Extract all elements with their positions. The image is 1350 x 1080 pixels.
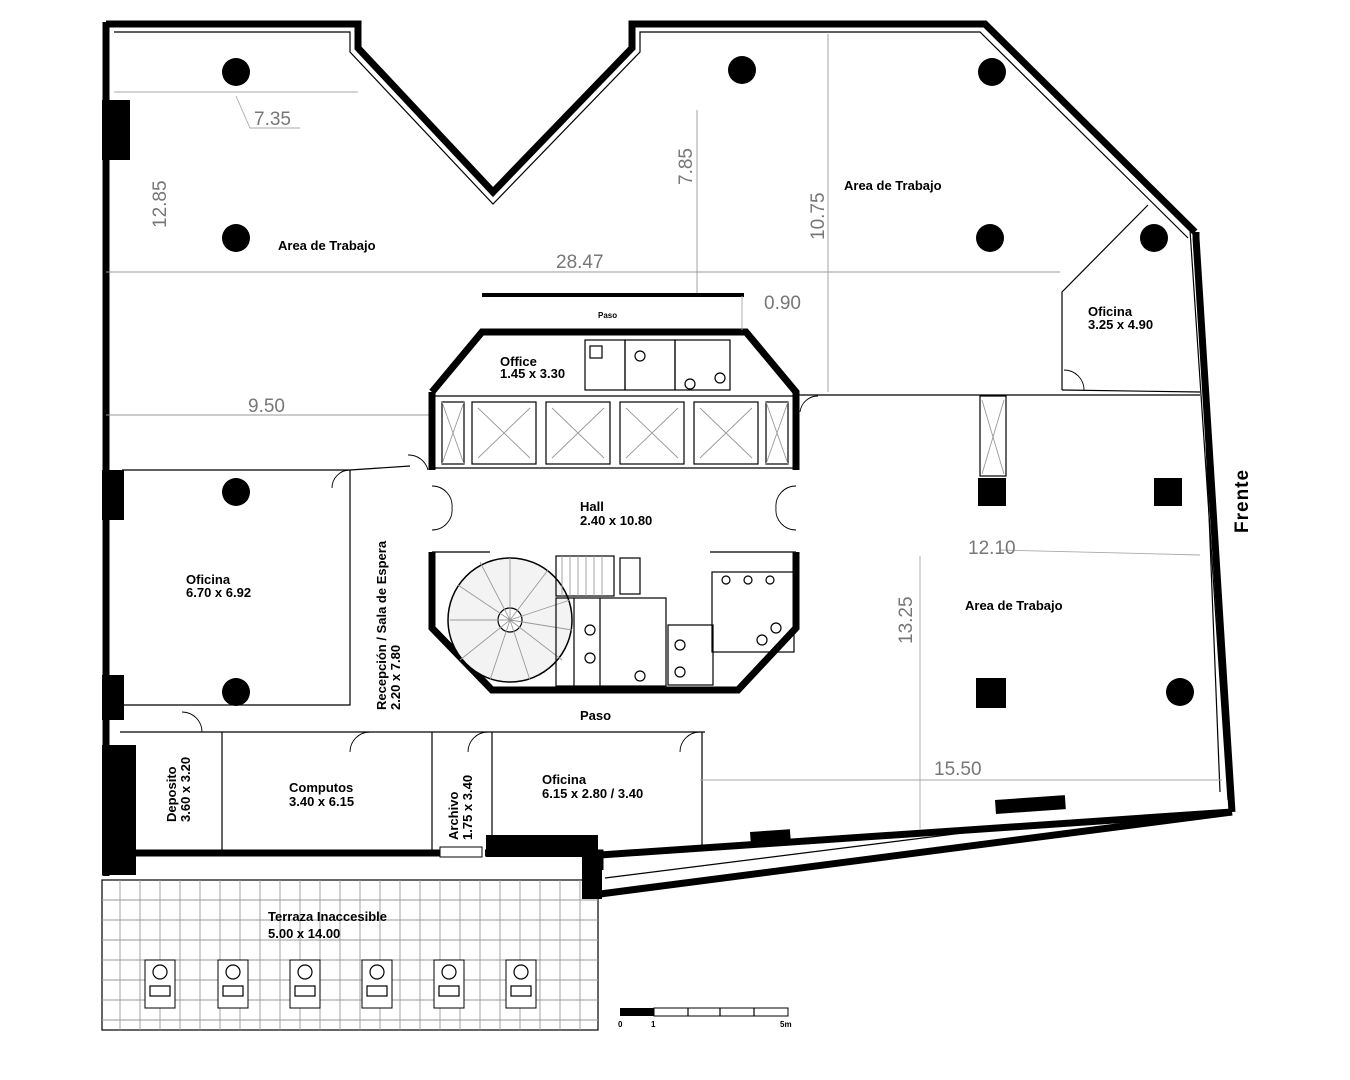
ac-unit-icon bbox=[144, 959, 176, 1009]
scale-zero: 0 bbox=[618, 1020, 623, 1029]
hall-doors bbox=[407, 454, 797, 531]
column bbox=[222, 224, 250, 252]
spiral-stair-icon bbox=[447, 557, 573, 683]
exterior-walls bbox=[102, 20, 1236, 899]
room-office-size: 1.45 x 3.30 bbox=[500, 366, 565, 381]
room-oficina-ne-size: 3.25 x 4.90 bbox=[1088, 317, 1153, 332]
column bbox=[728, 56, 756, 84]
ac-unit-icon bbox=[289, 959, 321, 1009]
column bbox=[1140, 224, 1168, 252]
upper-toilets bbox=[584, 339, 731, 391]
room-oficina-ne-name: Oficina bbox=[1088, 304, 1133, 319]
room-hall-size: 2.40 x 10.80 bbox=[580, 513, 652, 528]
column bbox=[222, 678, 250, 706]
room-oficina-s-name: Oficina bbox=[542, 772, 587, 787]
scale-five: 5m bbox=[780, 1020, 792, 1029]
interior-partitions bbox=[106, 34, 1201, 858]
elevator-shafts bbox=[441, 401, 789, 465]
dim-0-90: 0.90 bbox=[764, 293, 801, 314]
column bbox=[222, 478, 250, 506]
room-area-trabajo-e: Area de Trabajo bbox=[965, 598, 1063, 613]
column bbox=[1154, 478, 1182, 506]
dim-10-75: 10.75 bbox=[808, 192, 829, 240]
terrace bbox=[101, 879, 599, 1031]
room-recepcion-name: Recepción / Sala de Espera bbox=[374, 540, 389, 710]
column bbox=[978, 478, 1006, 506]
scale-one: 1 bbox=[651, 1020, 656, 1029]
structural-columns bbox=[222, 56, 1194, 708]
orientation-frente: Frente bbox=[1232, 469, 1253, 533]
dimension-labels: 7.35 12.85 28.47 7.85 10.75 0.90 9.50 12… bbox=[150, 109, 1016, 780]
room-deposito-name: Deposito bbox=[164, 766, 179, 822]
dim-12-10: 12.10 bbox=[968, 538, 1016, 559]
scale-bar: 0 1 5m bbox=[618, 1007, 792, 1029]
dim-9-50: 9.50 bbox=[248, 396, 285, 417]
room-labels: Area de Trabajo Area de Trabajo Area de … bbox=[164, 178, 1153, 941]
ac-unit-icon bbox=[217, 959, 249, 1009]
dim-12-85: 12.85 bbox=[150, 180, 171, 228]
room-terraza-size: 5.00 x 14.00 bbox=[268, 926, 340, 941]
dim-28-47: 28.47 bbox=[556, 252, 604, 273]
room-oficina-s-size: 6.15 x 2.80 / 3.40 bbox=[542, 786, 643, 801]
column bbox=[1166, 678, 1194, 706]
room-computos-name: Computos bbox=[289, 780, 353, 795]
ac-unit-icon bbox=[505, 959, 537, 1009]
dim-7-35: 7.35 bbox=[254, 109, 291, 130]
column bbox=[222, 58, 250, 86]
room-archivo-name: Archivo bbox=[446, 792, 461, 840]
column bbox=[978, 58, 1006, 86]
column bbox=[976, 678, 1006, 708]
passage-top: Paso bbox=[598, 311, 617, 320]
dim-15-50: 15.50 bbox=[934, 759, 982, 780]
lower-core bbox=[428, 551, 800, 694]
room-terraza-name: Terraza Inaccesible bbox=[268, 909, 387, 924]
straight-stair-icon bbox=[555, 555, 615, 597]
dim-7-85: 7.85 bbox=[676, 148, 697, 185]
room-oficina-w-size: 6.70 x 6.92 bbox=[186, 585, 251, 600]
room-area-trabajo-nw: Area de Trabajo bbox=[278, 238, 376, 253]
room-recepcion-size: 2.20 x 7.80 bbox=[388, 645, 403, 710]
room-computos-size: 3.40 x 6.15 bbox=[289, 794, 354, 809]
ac-unit-icons bbox=[144, 959, 537, 1009]
column bbox=[976, 224, 1004, 252]
ac-unit-icon bbox=[433, 959, 465, 1009]
room-hall-name: Hall bbox=[580, 499, 604, 514]
upper-core bbox=[428, 328, 800, 470]
room-area-trabajo-ne: Area de Trabajo bbox=[844, 178, 942, 193]
room-office-name: Office bbox=[500, 354, 537, 369]
dim-13-25: 13.25 bbox=[896, 596, 917, 644]
room-deposito-size: 3.60 x 3.20 bbox=[178, 757, 193, 822]
room-oficina-w-name: Oficina bbox=[186, 572, 231, 587]
passage-bottom: Paso bbox=[580, 708, 611, 723]
room-archivo-size: 1.75 x 3.40 bbox=[460, 775, 475, 840]
ac-unit-icon bbox=[361, 959, 393, 1009]
dimension-lines bbox=[114, 91, 1222, 830]
